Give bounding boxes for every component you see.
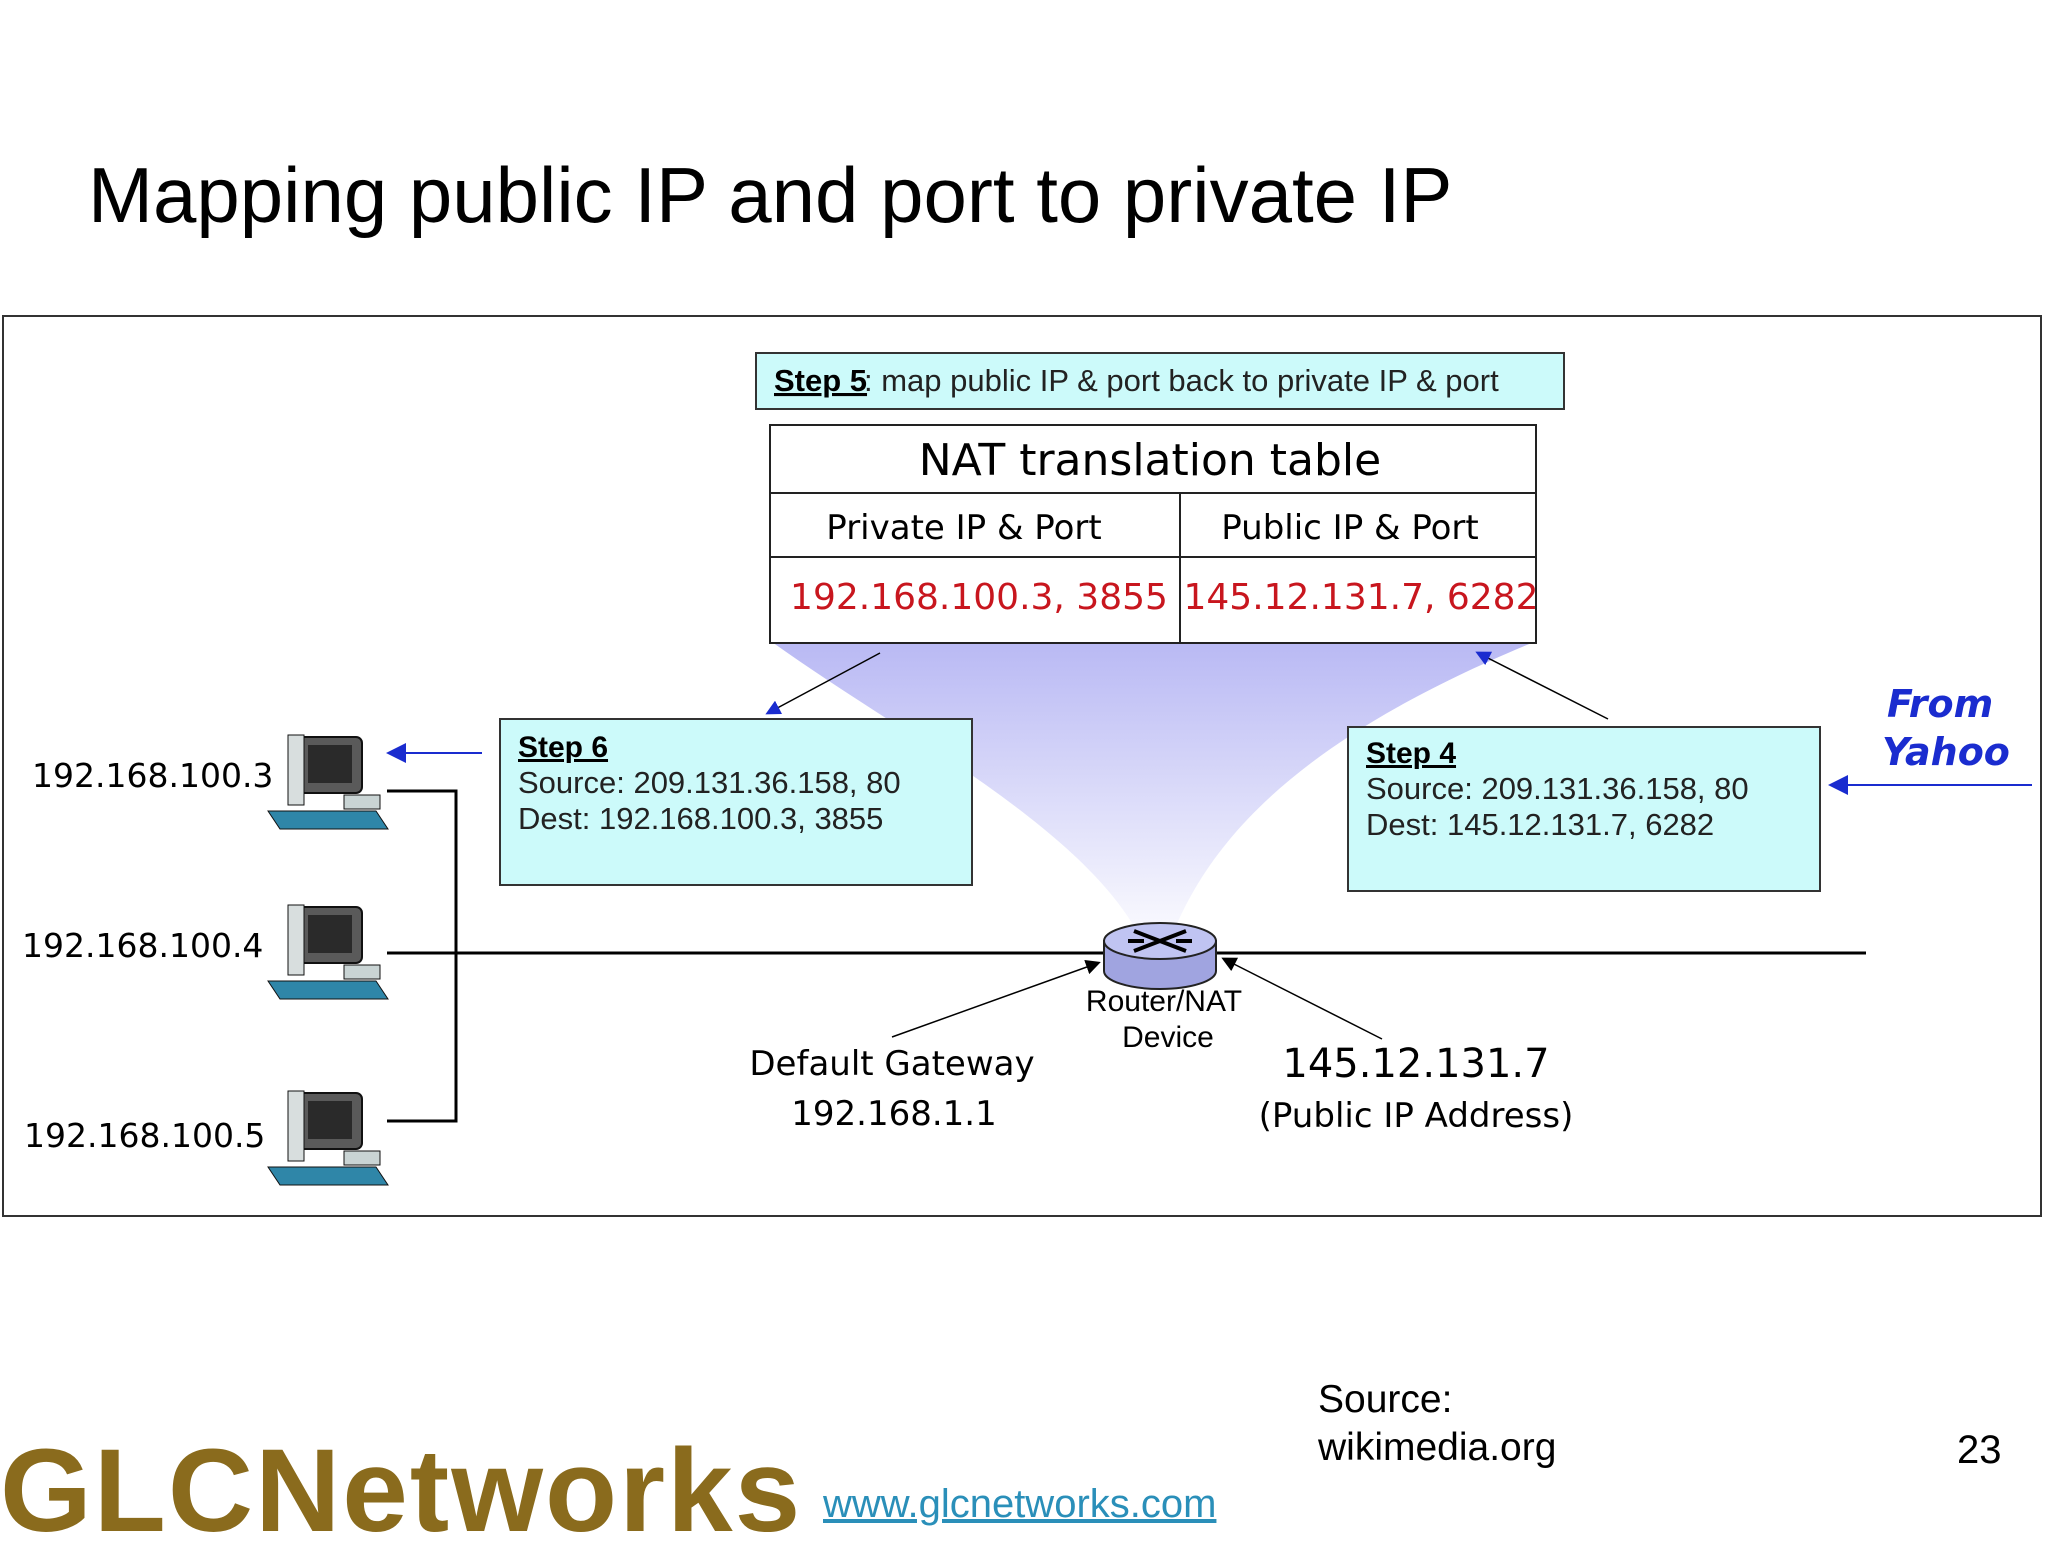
source-label: Source: xyxy=(1318,1378,1453,1421)
pc2-ip: 192.168.100.4 xyxy=(22,926,263,965)
step4-to-table-arrow xyxy=(1475,651,1609,720)
pc2-computer-icon xyxy=(267,904,389,1000)
col-private-header: Private IP & Port xyxy=(826,508,1101,548)
footer-source: Source: wikimedia.org xyxy=(1318,1376,1556,1472)
gateway-label: Default Gateway xyxy=(749,1044,1034,1084)
public-ip-label: (Public IP Address) xyxy=(1259,1096,1574,1136)
pc1-ip: 192.168.100.3 xyxy=(32,756,273,795)
step5-text: : map public IP & port back to private I… xyxy=(864,363,1499,398)
glcnetworks-logo: GLCNetworks xyxy=(0,1432,802,1550)
router-label-line1: Router/NAT xyxy=(1086,985,1242,1018)
nat-table xyxy=(769,424,1537,644)
step6-title: Step 6 xyxy=(518,731,608,764)
slide-title: Mapping public IP and port to private IP xyxy=(88,151,1453,239)
col-public-header: Public IP & Port xyxy=(1221,508,1479,548)
step6-box xyxy=(499,718,973,886)
nat-table-title: NAT translation table xyxy=(919,435,1381,486)
step6-source: Source: 209.131.36.158, 80 xyxy=(518,765,901,800)
pc3-computer-icon xyxy=(267,1090,389,1186)
public-ip: 145.12.131.7 xyxy=(1282,1041,1549,1087)
step4-title: Step 4 xyxy=(1366,737,1456,770)
pc1-cable xyxy=(387,789,458,1123)
step6-dest: Dest: 192.168.100.3, 3855 xyxy=(518,801,883,836)
source-value: wikimedia.org xyxy=(1318,1426,1557,1469)
row-private-value: 192.168.100.3, 3855 xyxy=(790,577,1168,618)
step4-box xyxy=(1347,726,1821,892)
logo-text-left: GLCNet xyxy=(0,1425,452,1557)
step4-dest: Dest: 145.12.131.7, 6282 xyxy=(1366,807,1714,842)
gateway-arrow xyxy=(891,959,1101,1038)
pc3-ip: 192.168.100.5 xyxy=(24,1116,265,1155)
website-link[interactable]: www.glcnetworks.com xyxy=(823,1482,1217,1526)
row-public-value: 145.12.131.7, 6282 xyxy=(1184,577,1539,618)
gateway-ip: 192.168.1.1 xyxy=(791,1094,996,1134)
from-yahoo-line1: From xyxy=(1887,682,1993,726)
from-yahoo-line2: Yahoo xyxy=(1882,730,2010,774)
step5-title: Step 5 xyxy=(774,363,867,398)
page-number: 23 xyxy=(1957,1428,2002,1472)
table-to-step6-arrow xyxy=(765,652,881,715)
router-label-line2: Device xyxy=(1122,1021,1214,1054)
nat-diagram: Step 5 : map public IP & port back to pr… xyxy=(2,315,2042,1217)
pc1-computer-icon xyxy=(267,734,389,830)
step4-source: Source: 209.131.36.158, 80 xyxy=(1366,771,1749,806)
router-icon xyxy=(1103,922,1217,990)
public-ip-arrow xyxy=(1221,957,1383,1040)
step5-box xyxy=(755,352,1565,410)
logo-text-right: works xyxy=(451,1425,803,1557)
